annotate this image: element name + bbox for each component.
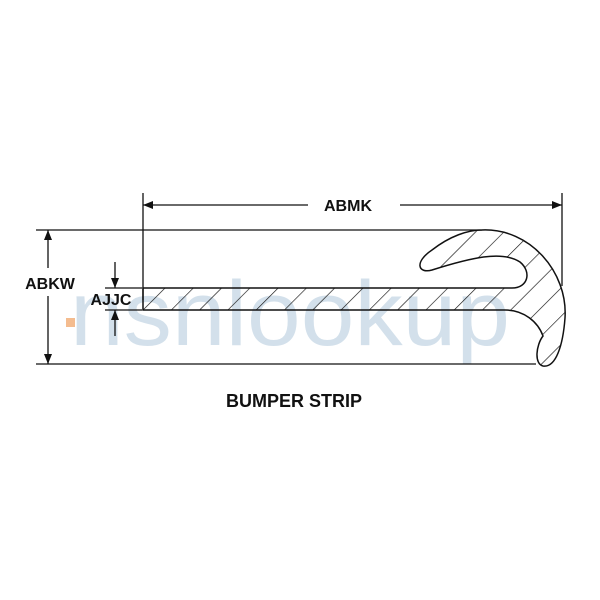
- dimension-label-length: ABMK: [324, 198, 372, 215]
- watermark: nsnlookup: [66, 263, 510, 365]
- dimension-arrows: [44, 201, 562, 364]
- dimension-label-overall-height: ABKW: [25, 276, 76, 293]
- dimension-label-thickness: AJJC: [91, 292, 132, 309]
- svg-text:nsnlookup: nsnlookup: [70, 263, 510, 365]
- strip-profile: [142, 229, 566, 367]
- diagram-title: BUMPER STRIP: [226, 391, 362, 411]
